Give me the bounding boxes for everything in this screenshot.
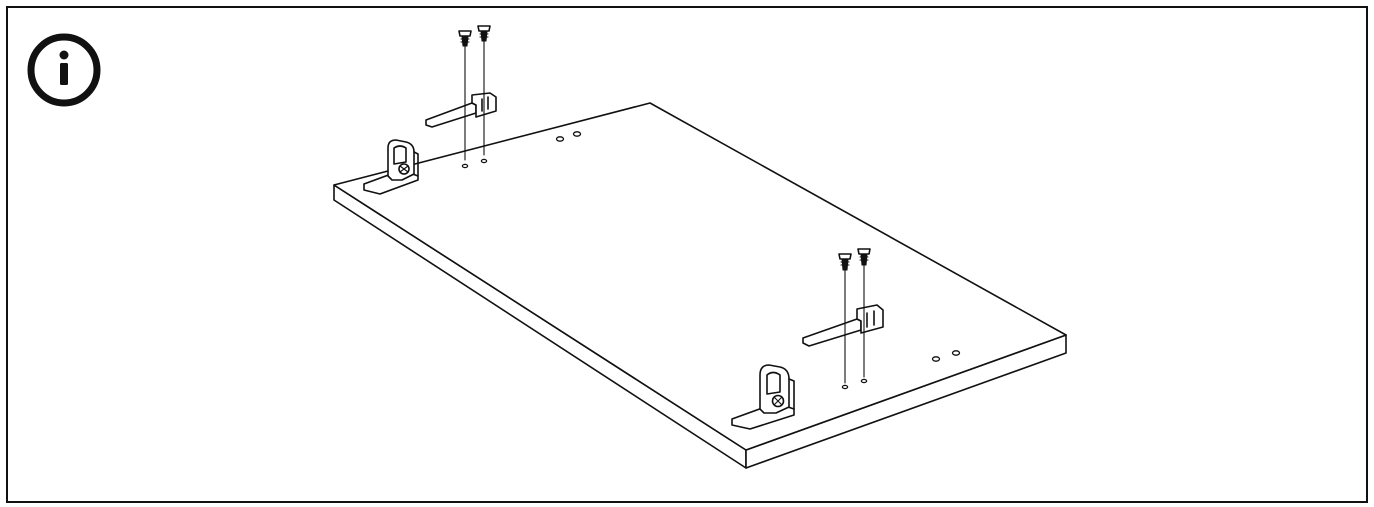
hinge-plate-icon xyxy=(731,364,795,430)
panel-icon xyxy=(333,102,1067,469)
screw-icon xyxy=(838,253,852,384)
hinge-plate-icon xyxy=(363,139,419,195)
screw-icon xyxy=(458,30,472,161)
info-icon xyxy=(27,33,101,107)
screw-icon xyxy=(477,25,491,156)
screw-icon xyxy=(857,248,871,378)
bracket-icon xyxy=(425,92,497,128)
